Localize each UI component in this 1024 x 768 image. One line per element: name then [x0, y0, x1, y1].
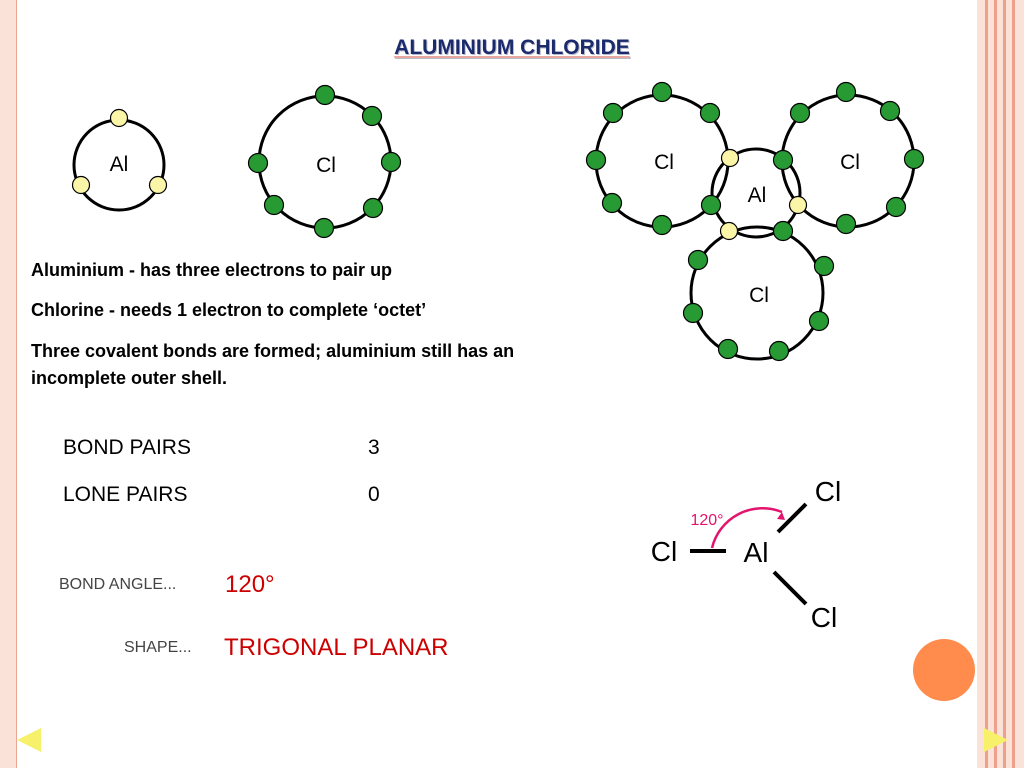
angle-annotation: 120° — [690, 512, 723, 529]
right-border-band — [977, 0, 1024, 768]
right-border-stripe — [1003, 0, 1006, 768]
cl-electron — [687, 249, 709, 271]
bond-pairs-label: BOND PAIRS — [63, 436, 191, 459]
cl-electron — [601, 192, 623, 214]
cl-electron — [651, 81, 673, 103]
cl-label: Cl — [316, 154, 336, 177]
electrons-layer — [71, 81, 925, 362]
structure-cl-bottom-label: Cl — [811, 602, 837, 633]
cl-electron — [772, 220, 794, 242]
cl-electron — [602, 102, 624, 124]
bond-angle-arc — [710, 507, 783, 549]
slide-title: ALUMINIUM CHLORIDE — [394, 36, 630, 59]
al-electron — [719, 221, 739, 241]
al-central-shell — [710, 147, 802, 239]
structure-cl-left-label: Cl — [651, 536, 677, 567]
shape-label: SHAPE... — [124, 639, 192, 656]
cl-electron — [263, 194, 285, 216]
description-line: Chlorine - needs 1 electron to complete … — [31, 300, 427, 320]
triangle-left-icon[interactable] — [17, 728, 41, 752]
cl-label: Cl — [840, 151, 860, 174]
cl-electron — [835, 81, 857, 103]
cl-electron — [651, 214, 673, 236]
cl-electron — [808, 310, 830, 332]
cl-electron — [699, 102, 721, 124]
structure-al-label: Al — [744, 537, 769, 568]
cl-electron — [903, 148, 925, 170]
decorative-orange-circle — [913, 639, 975, 701]
lone-pairs-label: LONE PAIRS — [63, 483, 188, 506]
cl-electron — [361, 105, 383, 127]
shape-value: TRIGONAL PLANAR — [224, 634, 449, 661]
cl-electron — [585, 149, 607, 171]
al-electron — [788, 195, 808, 215]
cl-label: Cl — [749, 284, 769, 307]
cl-electron — [700, 194, 722, 216]
cl-electron — [813, 255, 835, 277]
cl-electron — [768, 340, 790, 362]
right-border-stripe — [1012, 0, 1015, 768]
arc-arrowhead — [777, 512, 785, 520]
al-electron — [71, 175, 91, 195]
left-border-line — [16, 0, 17, 768]
cl-electron — [247, 152, 269, 174]
cl-electron — [717, 338, 739, 360]
cl-electron — [885, 196, 907, 218]
right-border-stripe — [994, 0, 997, 768]
cl-electron — [879, 100, 901, 122]
lone-pairs-value: 0 — [368, 483, 380, 506]
left-border-band — [0, 0, 16, 768]
cl-label: Cl — [654, 151, 674, 174]
cl-electron — [772, 149, 794, 171]
description-line: Aluminium - has three electrons to pair … — [31, 260, 393, 280]
al-electron — [720, 148, 740, 168]
bond-line-lower — [772, 570, 808, 606]
cl-electron — [789, 102, 811, 124]
structure-cl-top-label: Cl — [815, 476, 841, 507]
al-label: Al — [110, 153, 129, 176]
al-electron — [109, 108, 129, 128]
cl-electron — [682, 302, 704, 324]
cl-bottom-shell — [689, 225, 825, 361]
cl-electron — [835, 213, 857, 235]
cl-electron — [362, 197, 384, 219]
cl-electron — [313, 217, 335, 239]
bond-angle-label: BOND ANGLE... — [59, 576, 177, 593]
al-label: Al — [748, 184, 767, 207]
bond-line-upper — [776, 502, 808, 534]
al-electron — [148, 175, 168, 195]
bond-pairs-value: 3 — [368, 436, 380, 459]
triangle-right-icon[interactable] — [984, 728, 1008, 752]
description-line: Three covalent bonds are formed; alumini… — [31, 341, 515, 388]
right-border-stripe — [985, 0, 988, 768]
bond-angle-value: 120° — [225, 571, 275, 598]
cl-electron — [314, 84, 336, 106]
cl-electron — [380, 151, 402, 173]
